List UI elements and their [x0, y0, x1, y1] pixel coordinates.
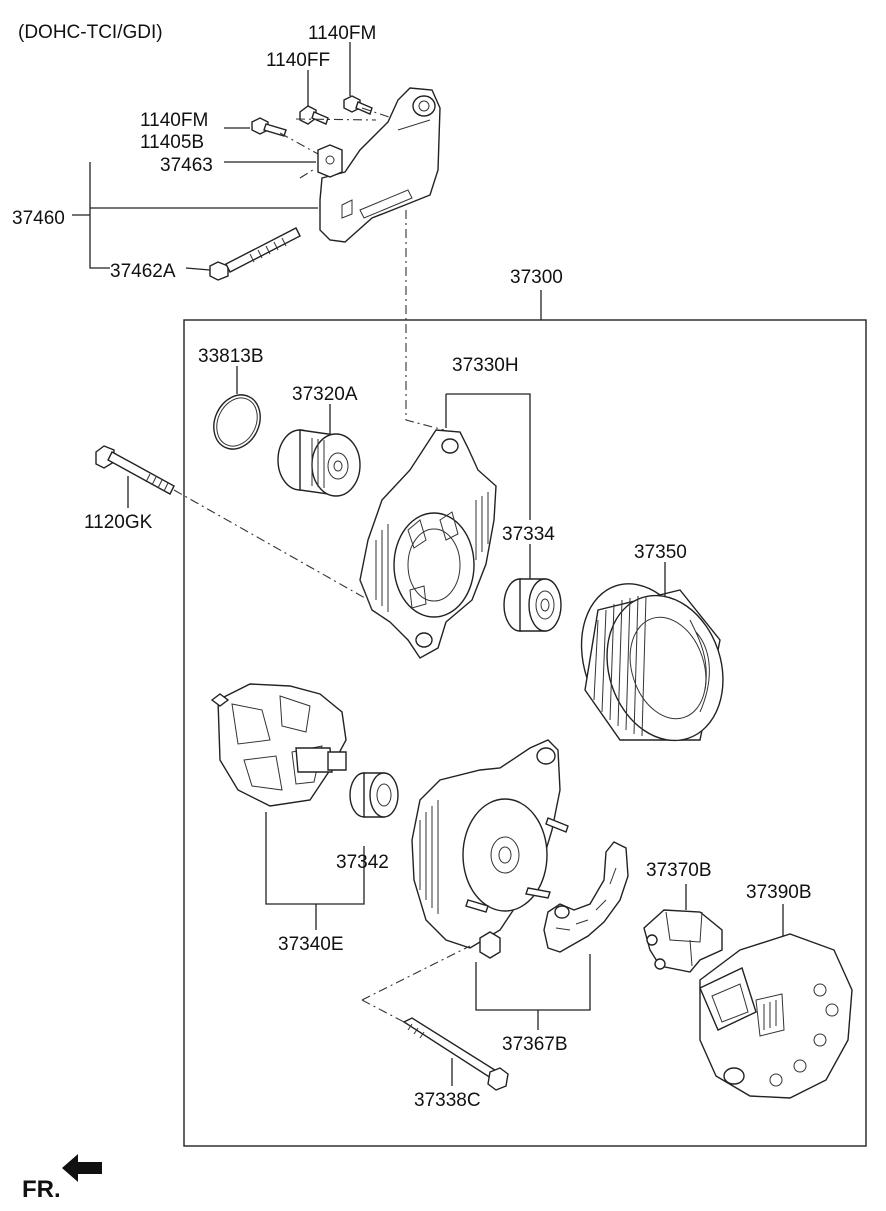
variant-label: (DOHC-TCI/GDI) [18, 22, 163, 43]
label-37350: 37350 [634, 542, 687, 563]
label-11405b: 11405B [140, 132, 204, 153]
front-housing-37330h [359, 393, 531, 659]
bolt-37462a [209, 227, 301, 281]
label-37330h: 37330H [452, 355, 519, 376]
front-direction-indicator [62, 1154, 102, 1182]
label-37367b: 37367B [502, 1034, 568, 1055]
regulator-37370b [643, 884, 723, 973]
bolt-1120gk [95, 445, 373, 603]
label-1140fm-top: 1140FM [308, 23, 376, 44]
stator-37350 [580, 562, 724, 742]
label-37462a: 37462A [110, 261, 176, 282]
bearing-37334 [503, 544, 562, 632]
arrow-left-icon [62, 1154, 102, 1182]
label-37300: 37300 [510, 267, 563, 288]
label-37460: 37460 [12, 208, 65, 229]
label-37340e: 37340E [278, 934, 344, 955]
front-label: FR. [22, 1176, 61, 1203]
o-ring-33813b [213, 366, 261, 450]
label-37342: 37342 [336, 852, 389, 873]
rear-cover-37390b [699, 904, 853, 1099]
label-1140fm-left: 1140FM [140, 110, 208, 131]
label-37320a: 37320A [292, 384, 358, 405]
rotor-37340e [210, 683, 365, 930]
pulley-37320a [277, 404, 361, 497]
nut-37463 [317, 144, 343, 178]
bolt-37338c [361, 945, 509, 1091]
label-1140ff: 1140FF [266, 50, 330, 71]
rectifier-37367b [475, 841, 629, 1030]
bearing-37342 [349, 772, 399, 818]
rear-housing [411, 739, 569, 959]
label-37463: 37463 [160, 155, 213, 176]
label-37390b: 37390B [746, 882, 812, 903]
label-37334: 37334 [502, 524, 555, 545]
bolt-1140fm-top [343, 95, 373, 115]
bracket-group [72, 42, 441, 281]
alternator-assembly-box [183, 319, 867, 1147]
label-37338c: 37338C [414, 1090, 481, 1111]
label-37370b: 37370B [646, 860, 712, 881]
callout-labels: 1140FM 1140FF 1140FM 11405B 37463 37460 … [12, 23, 812, 1203]
label-33813b: 33813B [198, 346, 264, 367]
label-1120gk: 1120GK [84, 512, 153, 533]
bolt-1140ff [299, 105, 329, 125]
